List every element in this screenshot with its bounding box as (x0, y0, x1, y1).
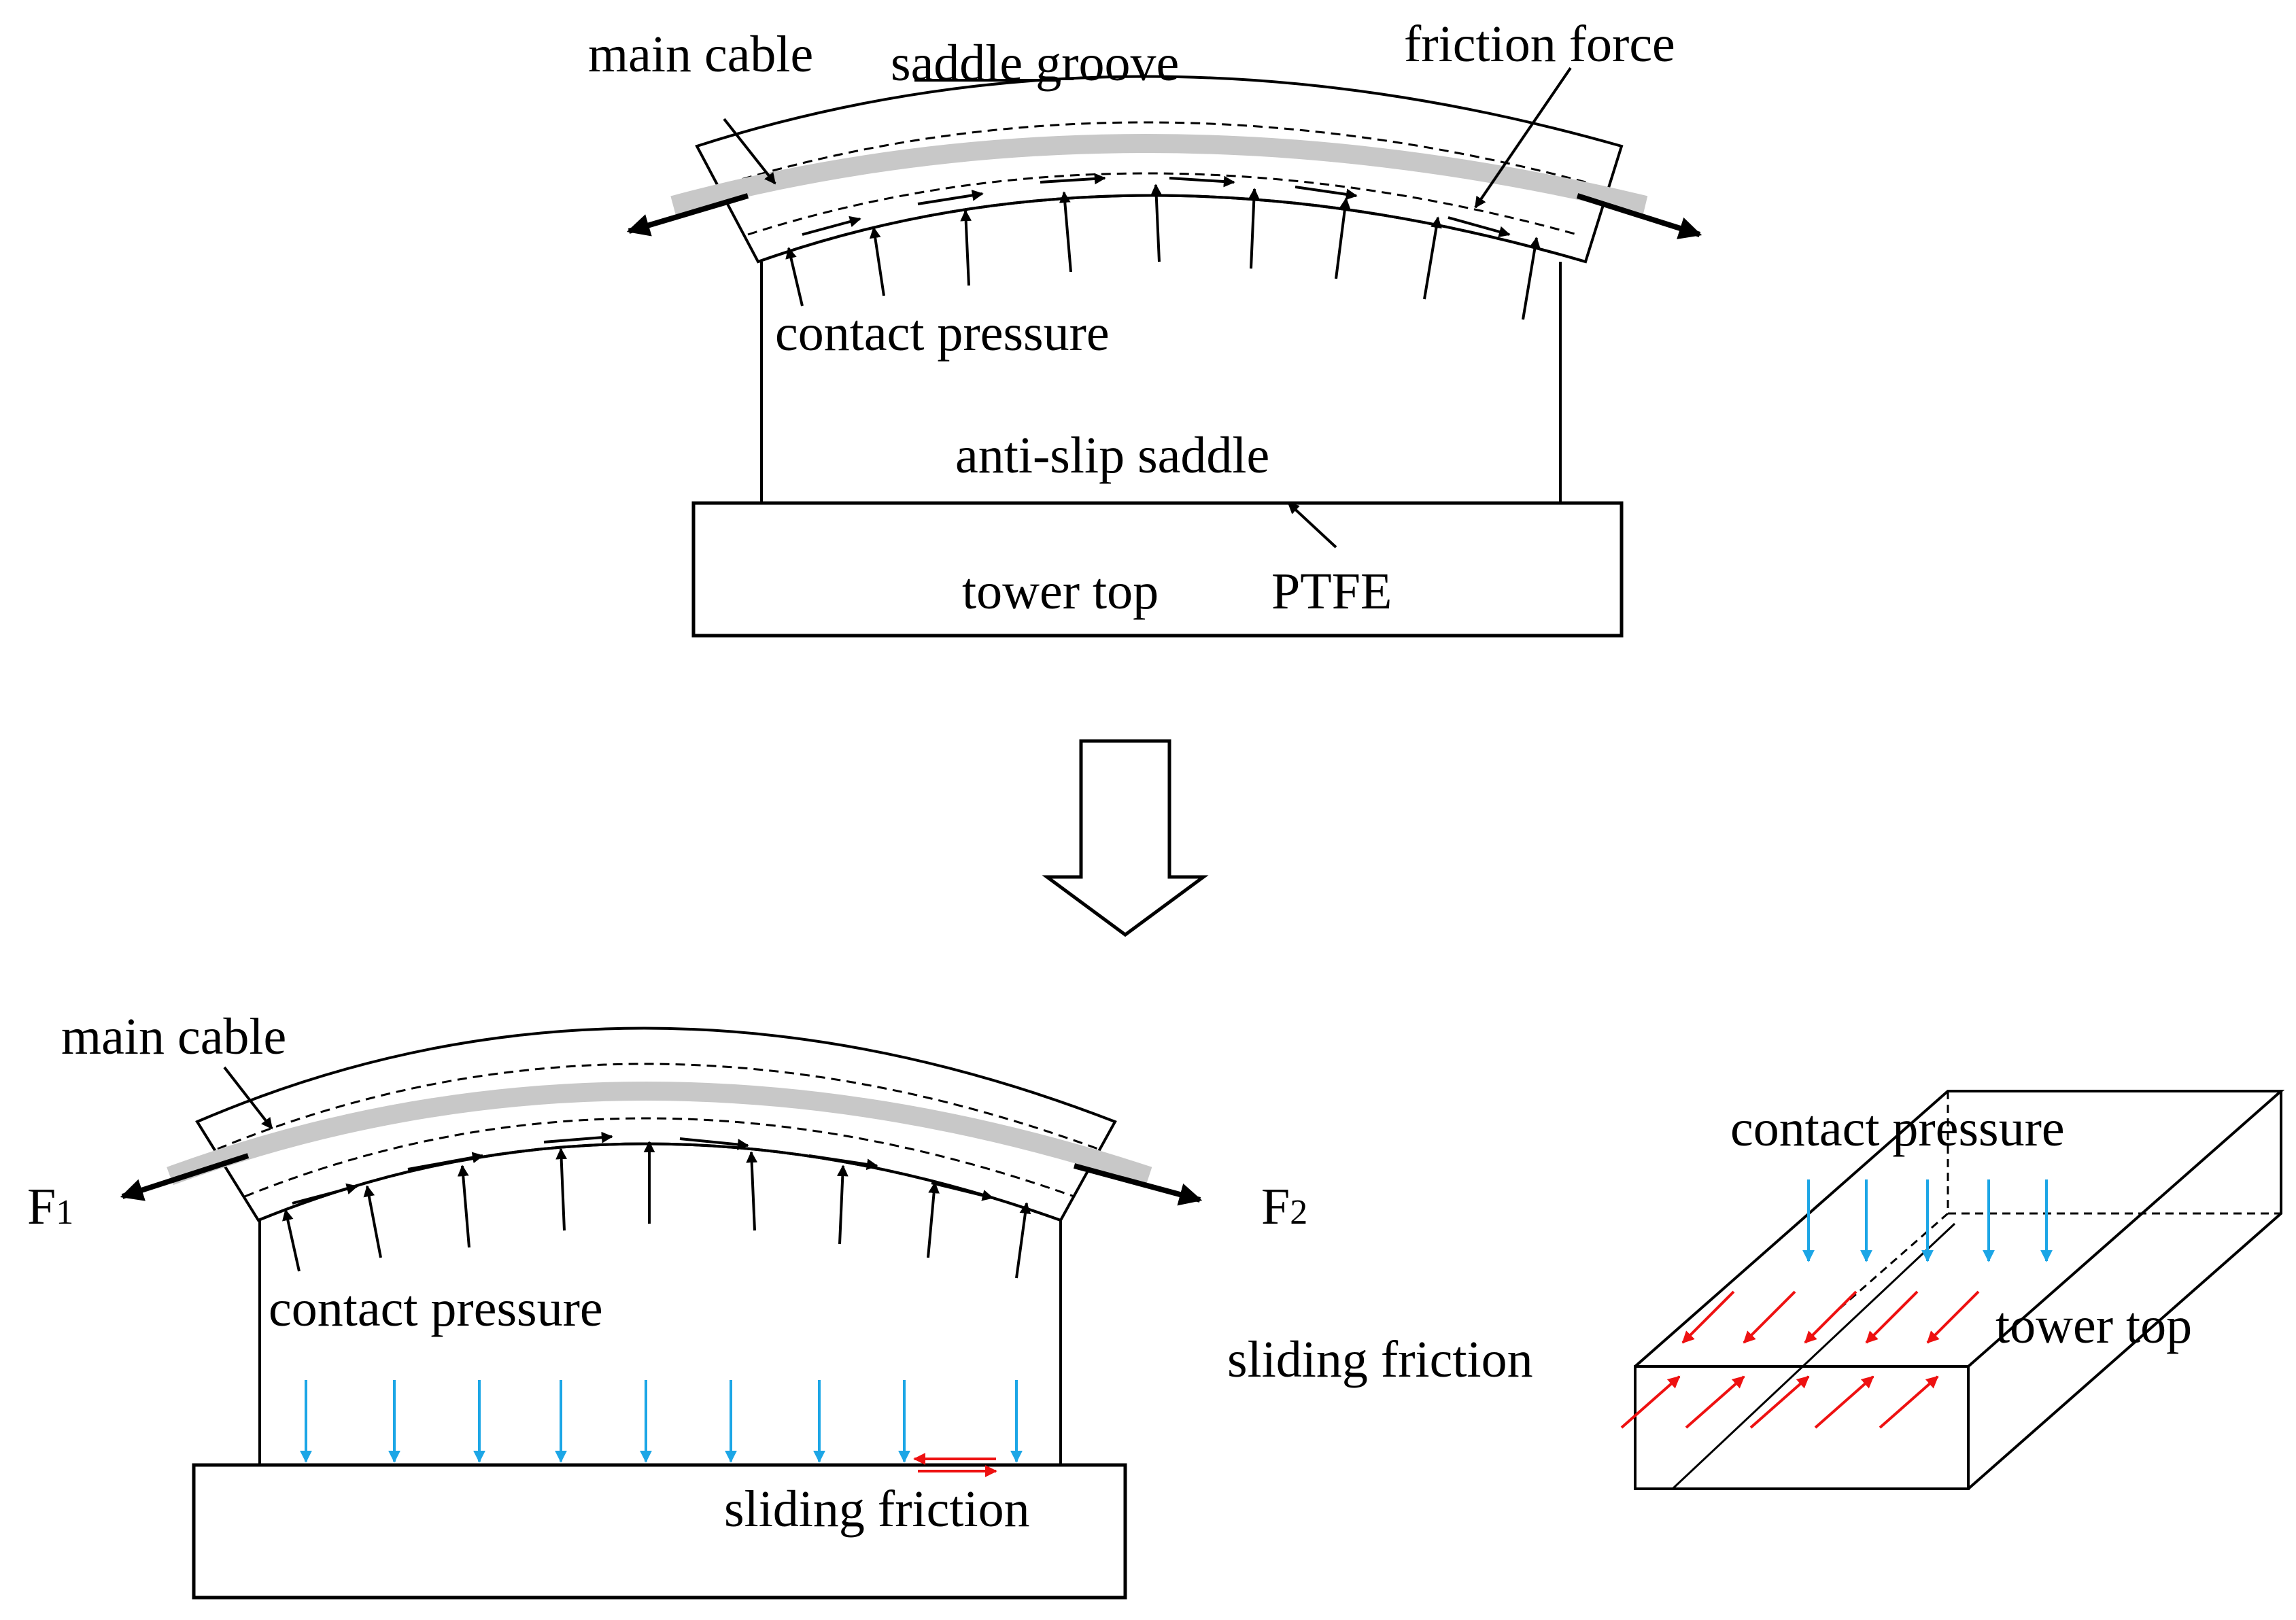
box-sliding-friction-label: sliding friction (1227, 1331, 1533, 1388)
bottom-friction-arrows (292, 1131, 994, 1205)
box-blue-pressure-arrows (1802, 1179, 2053, 1262)
main-cable-band (670, 134, 1648, 215)
friction-force-arrows (802, 173, 1511, 238)
box-red-friction-arrows-lower (1620, 1375, 1939, 1429)
bottom-contact-pressure-arrows (282, 1141, 1031, 1279)
bottom-blue-pressure-arrows (300, 1380, 1023, 1463)
saddle-contact-arc (757, 194, 1586, 263)
ptfe-leader (1287, 502, 1337, 549)
bottom-groove-dashed-upper (217, 1063, 1099, 1150)
top-contact-pressure-label: contact pressure (775, 305, 1110, 362)
cable-tension-arrow-right (1576, 193, 1702, 239)
bottom-main-cable-label: main cable (61, 1008, 286, 1065)
top-anti-slip-saddle-label: anti-slip saddle (955, 427, 1269, 484)
top-ptfe-label: PTFE (1271, 563, 1392, 620)
top-tower-top-label: tower top (962, 563, 1159, 620)
tower-top-block (691, 501, 1624, 638)
f1-label: F1 (27, 1178, 73, 1235)
groove-dashed-line-lower (747, 172, 1578, 236)
bottom-panel: main cable contact pressure sliding fric… (27, 1008, 1307, 1600)
bottom-sliding-friction-label: sliding friction (724, 1481, 1030, 1538)
bottom-red-sliding-friction-arrows (913, 1453, 997, 1477)
top-panel: main cable saddle groove friction force … (588, 16, 1702, 638)
box-contact-pressure-label: contact pressure (1730, 1100, 2065, 1157)
contact-pressure-arrows (785, 184, 1541, 320)
f2-label: F2 (1261, 1178, 1307, 1235)
bottom-main-cable-leader (223, 1066, 273, 1130)
top-main-cable-label: main cable (588, 26, 813, 83)
box-panel: contact pressure sliding friction tower … (1227, 1090, 2285, 1490)
bottom-groove-dashed-lower (244, 1117, 1075, 1198)
groove-dashed-line-upper (727, 121, 1592, 185)
top-friction-force-label: friction force (1404, 16, 1675, 73)
bottom-tower-top-block (192, 1463, 1127, 1600)
box-tower-top-label: tower top (1995, 1297, 2192, 1354)
bottom-contact-pressure-label: contact pressure (269, 1280, 603, 1337)
top-saddle-groove-label: saddle groove (891, 35, 1179, 92)
tower-top-box-hidden (1835, 1091, 2281, 1313)
transition-down-arrow (1042, 739, 1209, 937)
cable-tension-arrow-left (626, 193, 749, 237)
f1-tension-arrow (120, 1153, 250, 1201)
friction-force-leader (1474, 67, 1572, 209)
f2-tension-arrow (1073, 1163, 1203, 1206)
box-red-friction-arrows-upper (1681, 1290, 1980, 1344)
bottom-main-cable-band (167, 1082, 1152, 1186)
main-cable-leader (723, 118, 776, 185)
